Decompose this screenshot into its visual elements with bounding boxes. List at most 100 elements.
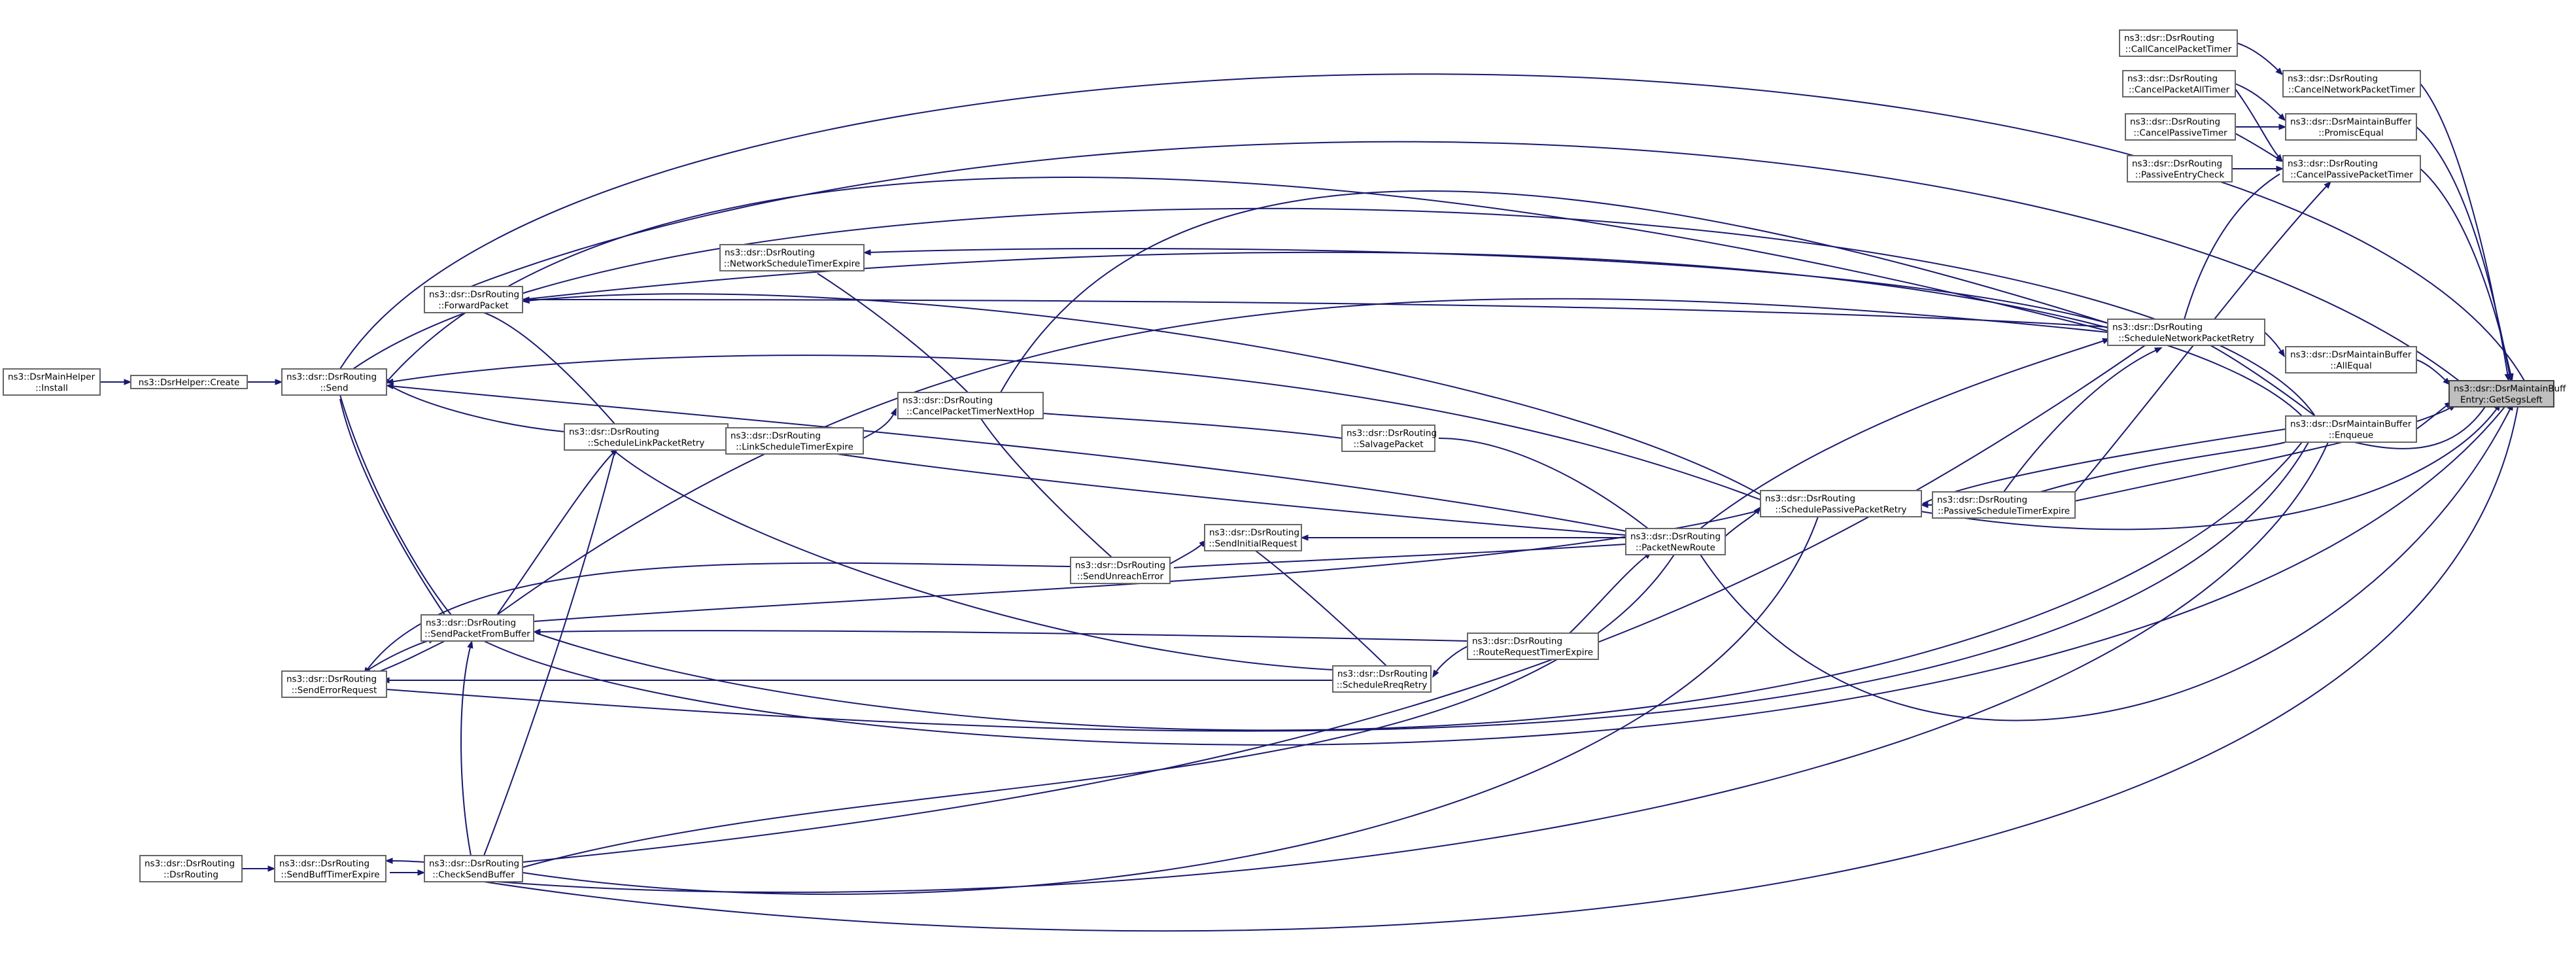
node-box[interactable]: [725, 427, 864, 455]
graph-node-sendpacketfrombuffer[interactable]: ns3::dsr::DsrRouting::SendPacketFromBuff…: [421, 614, 534, 642]
graph-node-getsegsleft[interactable]: ns3::dsr::DsrMaintainBuffEntry::GetSegsL…: [2448, 380, 2566, 408]
node-box[interactable]: [2448, 380, 2554, 408]
call-edge: [390, 355, 1761, 500]
graph-node-schedulepassiveretry[interactable]: ns3::dsr::DsrRouting::SchedulePassivePac…: [1760, 490, 1922, 517]
call-edge: [1569, 554, 1649, 634]
graph-node-cancelnetwork[interactable]: ns3::dsr::DsrRouting::CancelNetworkPacke…: [2282, 70, 2421, 97]
node-box[interactable]: [3, 368, 101, 396]
call-edge: [614, 451, 1333, 670]
node-label-line: ::SendBuffTimerExpire: [281, 870, 379, 880]
graph-node-senderrorrequest[interactable]: ns3::dsr::DsrRouting::SendErrorRequest: [281, 670, 387, 698]
graph-node-forwardpacket[interactable]: ns3::dsr::DsrRouting::ForwardPacket: [424, 286, 523, 313]
node-box[interactable]: [1204, 524, 1302, 551]
node-box[interactable]: [719, 244, 865, 271]
call-edge: [980, 418, 1112, 558]
call-edge: [817, 273, 969, 393]
graph-node-salvagepacket[interactable]: ns3::dsr::DsrRouting::SalvagePacket: [1341, 425, 1437, 452]
graph-node-cancelpassivetimer[interactable]: ns3::dsr::DsrRouting::CancelPassiveTimer: [2125, 113, 2236, 141]
call-edge: [522, 251, 2303, 417]
graph-node-promiscequal[interactable]: ns3::dsr::DsrMaintainBuffer::PromiscEqua…: [2285, 113, 2417, 141]
node-label-line: ns3::dsr::DsrRouting: [2130, 117, 2220, 128]
node-box[interactable]: [1932, 491, 2076, 519]
graph-node-allequal[interactable]: ns3::dsr::DsrMaintainBuffer::AllEqual: [2285, 346, 2417, 373]
graph-node-canceltimernexthop[interactable]: ns3::dsr::DsrRouting::CancelPacketTimerN…: [897, 392, 1044, 419]
node-label-line: ::SendInitialRequest: [1209, 539, 1297, 549]
node-box[interactable]: [1625, 528, 1726, 555]
call-edge: [339, 394, 452, 616]
node-box[interactable]: [564, 423, 729, 451]
node-box[interactable]: [2285, 415, 2417, 443]
node-box[interactable]: [139, 855, 243, 882]
graph-node-enqueue[interactable]: ns3::dsr::DsrMaintainBuffer::Enqueue: [2285, 415, 2417, 443]
call-edge: [526, 299, 2108, 328]
arrowhead: [124, 379, 132, 385]
node-label-line: ::ScheduleNetworkPacketRetry: [2118, 334, 2254, 344]
graph-node-dsrrouting[interactable]: ns3::dsr::DsrRouting::DsrRouting: [139, 855, 243, 882]
node-box[interactable]: [274, 855, 386, 882]
arrowhead: [2278, 113, 2286, 122]
call-edge: [386, 442, 2309, 732]
node-box[interactable]: [1467, 633, 1599, 660]
node-label-line: ::LinkScheduleTimerExpire: [736, 442, 853, 453]
node-box[interactable]: [421, 614, 534, 642]
graph-node-mainhelper[interactable]: ns3::DsrMainHelper::Install: [3, 368, 101, 396]
node-label-line: ::CancelNetworkPacketTimer: [2288, 85, 2415, 95]
call-edge: [536, 442, 2303, 731]
graph-node-schedulelinkretry[interactable]: ns3::dsr::DsrRouting::ScheduleLinkPacket…: [564, 423, 729, 451]
graph-node-sendbufftimer[interactable]: ns3::dsr::DsrRouting::SendBuffTimerExpir…: [274, 855, 386, 882]
node-box[interactable]: [2285, 113, 2417, 141]
graph-node-linkschedule[interactable]: ns3::dsr::DsrRouting::LinkScheduleTimerE…: [725, 427, 864, 455]
node-box[interactable]: [281, 670, 387, 698]
node-box[interactable]: [2282, 155, 2421, 182]
node-label-line: ::CheckSendBuffer: [432, 870, 515, 880]
call-edge: [390, 385, 565, 432]
node-box[interactable]: [2282, 70, 2421, 97]
node-label-line: ::CancelPacketAllTimer: [2129, 85, 2230, 95]
node-box[interactable]: [1070, 557, 1171, 584]
node-label-line: Entry::GetSegsLeft: [2460, 395, 2543, 406]
node-label-line: ns3::dsr::DsrRouting: [725, 248, 815, 258]
node-box[interactable]: [1760, 490, 1922, 517]
graph-node-scheduleRreqretry[interactable]: ns3::dsr::DsrRouting::ScheduleRreqRetry: [1332, 665, 1432, 693]
node-box[interactable]: [2285, 346, 2417, 373]
call-edge: [1255, 550, 1387, 667]
call-edge: [2264, 332, 2283, 354]
node-box[interactable]: [130, 375, 248, 389]
node-label-line: ns3::DsrMainHelper: [8, 372, 95, 383]
graph-node-schedulenetworkretry[interactable]: ns3::dsr::DsrRouting::ScheduleNetworkPac…: [2107, 319, 2265, 346]
node-box[interactable]: [897, 392, 1044, 419]
node-box[interactable]: [1341, 425, 1435, 452]
node-box[interactable]: [2125, 113, 2236, 141]
arrowhead: [2278, 349, 2285, 358]
graph-node-packetnewroute[interactable]: ns3::dsr::DsrRouting::PacketNewRoute: [1625, 528, 1726, 555]
graph-node-sendinitialrequest[interactable]: ns3::dsr::DsrRouting::SendInitialRequest: [1204, 524, 1302, 551]
graph-node-cancelpacketall[interactable]: ns3::dsr::DsrRouting::CancelPacketAllTim…: [2122, 70, 2236, 97]
graph-node-cancelpassivepacket[interactable]: ns3::dsr::DsrRouting::CancelPassivePacke…: [2282, 155, 2421, 182]
call-edge: [2040, 442, 2286, 493]
graph-node-sendunreacherror[interactable]: ns3::dsr::DsrRouting::SendUnreachError: [1070, 557, 1171, 584]
node-label-line: ns3::dsr::DsrRouting: [279, 859, 369, 869]
node-label-line: ::SendPacketFromBuffer: [424, 629, 530, 640]
call-edge: [526, 293, 1761, 495]
node-box[interactable]: [424, 286, 523, 313]
graph-node-callcancel[interactable]: ns3::dsr::DsrRouting::CallCancelPacketTi…: [2119, 29, 2238, 57]
arrowhead: [385, 378, 394, 385]
node-box[interactable]: [2127, 155, 2233, 182]
node-label-line: ns3::dsr::DsrRouting: [286, 674, 377, 685]
call-edge: [2184, 173, 2280, 320]
call-edge: [1700, 339, 2106, 529]
graph-node-helpercreate[interactable]: ns3::DsrHelper::Create: [130, 375, 248, 389]
graph-node-passiveschedule[interactable]: ns3::dsr::DsrRouting::PassiveScheduleTim…: [1932, 491, 2076, 519]
graph-node-networkschedule[interactable]: ns3::dsr::DsrRouting::NetworkScheduleTim…: [719, 244, 865, 271]
node-box[interactable]: [424, 855, 523, 882]
node-box[interactable]: [2119, 29, 2238, 57]
node-box[interactable]: [2122, 70, 2236, 97]
graph-node-checksendbuffer[interactable]: ns3::dsr::DsrRouting::CheckSendBuffer: [424, 855, 523, 882]
graph-node-passiveentrycheck[interactable]: ns3::dsr::DsrRouting::PassiveEntryCheck: [2127, 155, 2233, 182]
call-edge: [496, 298, 2108, 616]
node-box[interactable]: [281, 368, 387, 396]
node-box[interactable]: [2107, 319, 2265, 346]
node-box[interactable]: [1332, 665, 1432, 693]
graph-node-send[interactable]: ns3::dsr::DsrRouting::Send: [281, 368, 387, 396]
graph-node-routerequesttimer[interactable]: ns3::dsr::DsrRouting::RouteRequestTimerE…: [1467, 633, 1599, 660]
